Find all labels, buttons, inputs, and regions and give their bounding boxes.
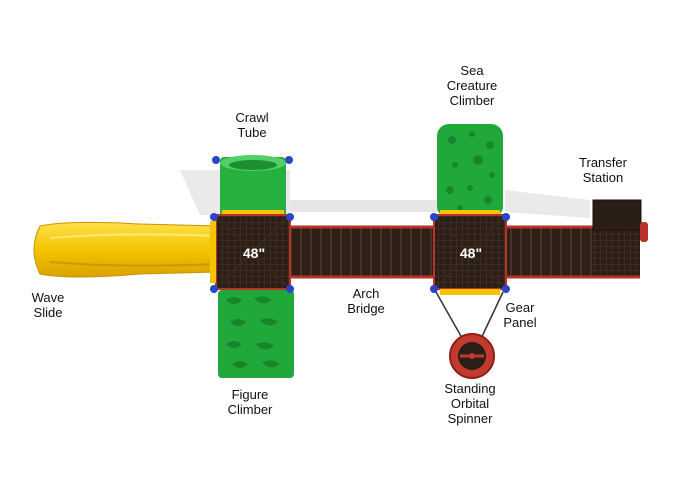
- walkway-right: [506, 225, 640, 279]
- sea-creature-climber: [437, 124, 503, 218]
- deck-right: [433, 214, 507, 295]
- label-standing-orbital-spinner: Standing Orbital Spinner: [444, 381, 496, 426]
- transfer-station: [592, 199, 648, 242]
- label-transfer-station: Transfer Station: [579, 155, 627, 185]
- label-sea-creature-climber: Sea Creature Climber: [446, 63, 498, 108]
- standing-orbital-spinner: [449, 333, 495, 379]
- label-gear-panel: Gear Panel: [503, 300, 537, 330]
- label-crawl-tube: Crawl Tube: [235, 110, 269, 140]
- deck-left-height: 48": [243, 245, 265, 261]
- label-figure-climber: Figure Climber: [227, 387, 273, 417]
- arch-bridge: [290, 225, 434, 279]
- label-wave-slide: Wave Slide: [31, 290, 65, 320]
- label-arch-bridge: Arch Bridge: [347, 286, 385, 316]
- crawl-tube: [220, 155, 286, 218]
- deck-right-height: 48": [460, 245, 482, 261]
- wave-slide: [33, 221, 219, 278]
- post-clamps: [210, 156, 510, 293]
- deck-left: [210, 214, 291, 290]
- figure-climber: [218, 290, 294, 378]
